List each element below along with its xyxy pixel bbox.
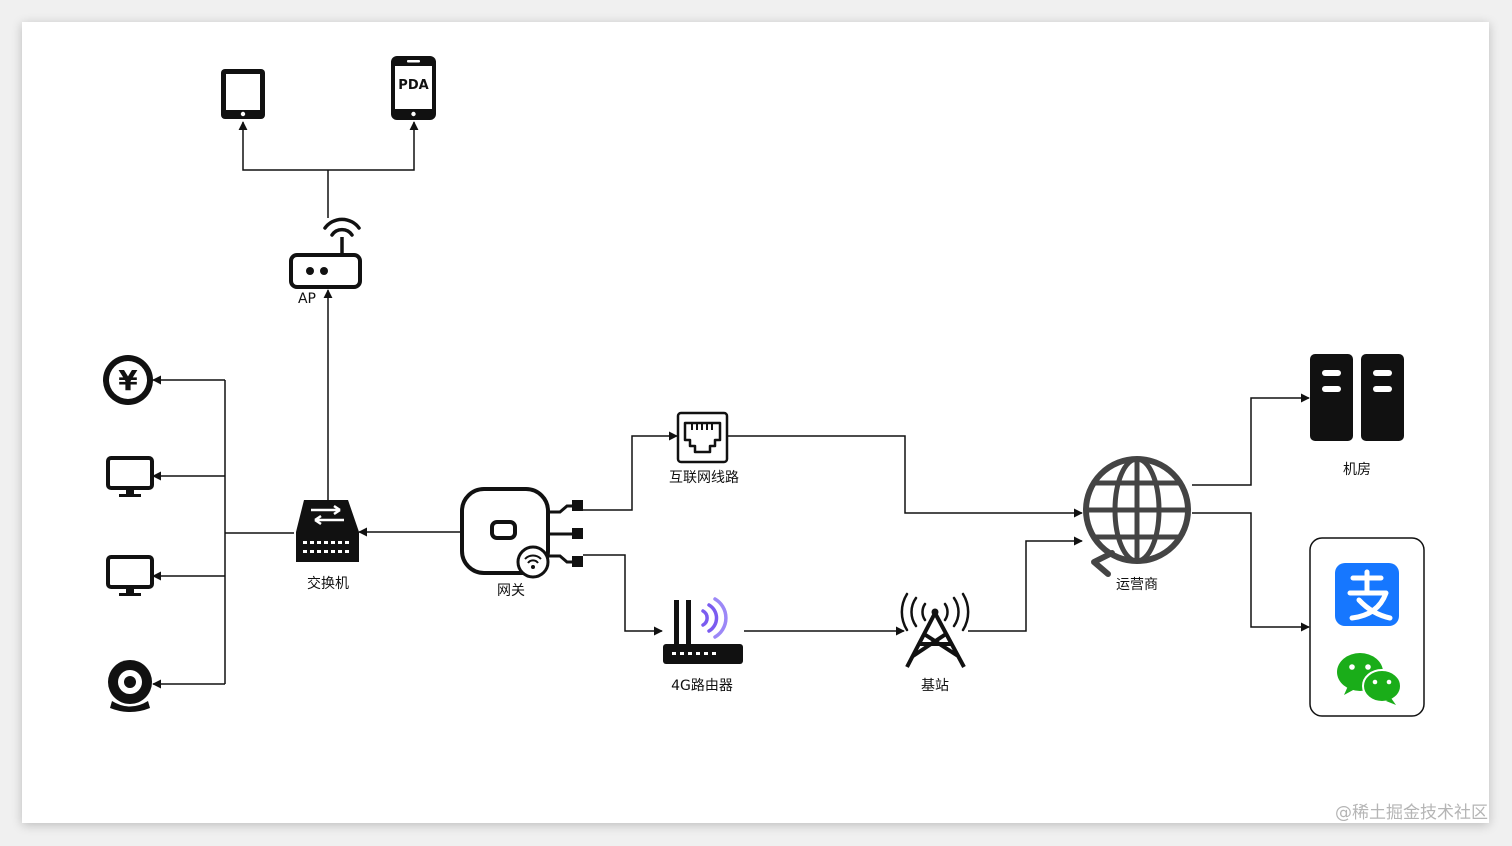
gateway-label: 网关	[497, 583, 525, 599]
globe-icon	[1083, 456, 1191, 577]
4g-router-icon	[663, 597, 743, 664]
monitor-icon	[106, 456, 154, 497]
internet-line-label: 互联网线路	[669, 470, 739, 486]
edge-carrier-datacenter	[1192, 393, 1310, 486]
4g-router-label: 4G路由器	[671, 678, 733, 694]
switch-label: 交换机	[307, 575, 349, 592]
webcam-icon	[108, 660, 152, 712]
edge-internet-carrier	[728, 435, 1083, 518]
edge-gateway-4g	[583, 554, 663, 636]
edge-tower-carrier	[968, 536, 1083, 632]
edge-carrier-payment	[1192, 512, 1310, 632]
base-station-label: 基站	[921, 677, 949, 694]
data-center-label: 机房	[1343, 462, 1371, 478]
network-diagram: PDA AP ¥	[103, 56, 1488, 823]
yuan-coin-icon: ¥	[103, 355, 153, 405]
cell-tower-icon	[900, 592, 970, 668]
ethernet-port-icon	[676, 411, 729, 464]
edge-ap-tablet	[238, 121, 328, 171]
edge-ap-pda	[328, 121, 419, 171]
monitor-icon	[106, 555, 154, 596]
wechat-icon	[1337, 653, 1402, 705]
diagram-canvas: PDA AP ¥	[22, 22, 1489, 823]
tablet-icon	[221, 69, 265, 119]
ap-label: AP	[298, 291, 316, 307]
server-icon	[1310, 354, 1404, 441]
network-switch-icon	[296, 500, 359, 562]
connections	[152, 121, 1310, 689]
alipay-icon	[1335, 563, 1399, 626]
watermark: @稀土掘金技术社区	[1335, 803, 1488, 823]
svg-text:¥: ¥	[118, 364, 138, 397]
gateway-icon	[460, 487, 583, 579]
edge-gateway-internet	[583, 431, 678, 511]
carrier-label: 运营商	[1116, 577, 1158, 593]
wifi-router-icon	[289, 217, 362, 289]
pda-phone-icon: PDA	[391, 56, 436, 120]
pda-label: PDA	[398, 78, 428, 93]
